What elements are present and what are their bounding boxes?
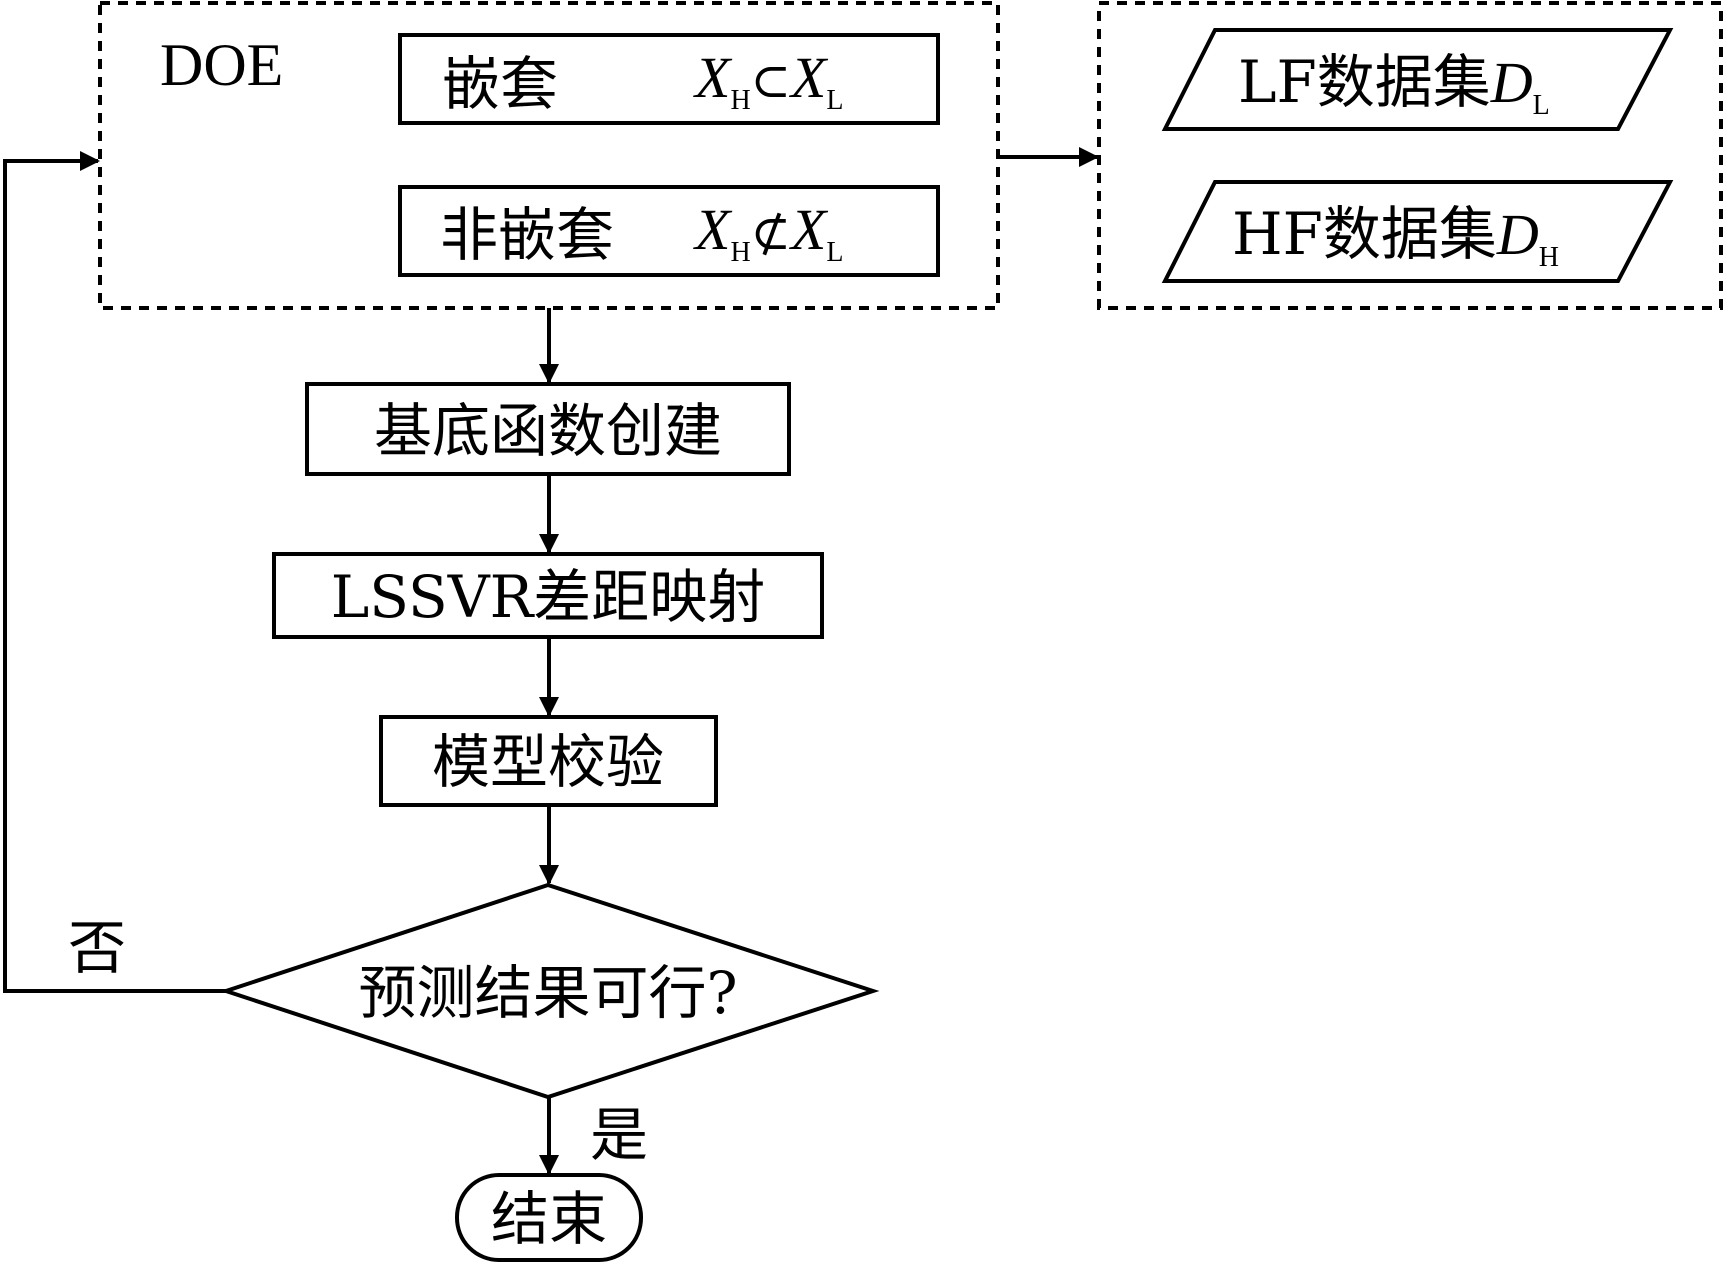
hf-dataset-label: HF数据集DH <box>1232 200 1559 273</box>
doe-title: DOE <box>160 32 283 98</box>
data-group-frame <box>1097 1 1723 310</box>
nested-formula: XH⊂XL <box>693 45 843 116</box>
basis-function-box: 基底函数创建 <box>305 382 791 476</box>
no-label: 否 <box>68 914 126 982</box>
hf-dataset-parallelogram: HF数据集DH <box>1161 180 1674 283</box>
decision-label: 预测结果可行? <box>358 959 737 1027</box>
lf-dataset-label: LF数据集DL <box>1238 48 1550 121</box>
lssvr-mapping-label: LSSVR差距映射 <box>331 563 766 631</box>
lf-dataset-parallelogram: LF数据集DL <box>1161 28 1674 131</box>
non-nested-box: 非嵌套 XH⊄XL <box>398 185 940 277</box>
non-nested-label: 非嵌套 <box>440 201 614 269</box>
feedback-loop-arrow <box>3 151 226 993</box>
yes-label: 是 <box>590 1101 648 1169</box>
non-nested-formula: XH⊄XL <box>693 197 843 268</box>
model-validation-box: 模型校验 <box>379 715 718 807</box>
basis-function-label: 基底函数创建 <box>374 397 722 465</box>
end-label: 结束 <box>491 1185 607 1253</box>
end-terminal: 结束 <box>455 1173 643 1262</box>
nested-box: 嵌套 XH⊂XL <box>398 33 940 125</box>
lssvr-mapping-box: LSSVR差距映射 <box>272 552 824 639</box>
nested-label: 嵌套 <box>442 50 558 118</box>
decision-diamond: 预测结果可行? <box>219 882 880 1100</box>
model-validation-label: 模型校验 <box>432 728 664 796</box>
